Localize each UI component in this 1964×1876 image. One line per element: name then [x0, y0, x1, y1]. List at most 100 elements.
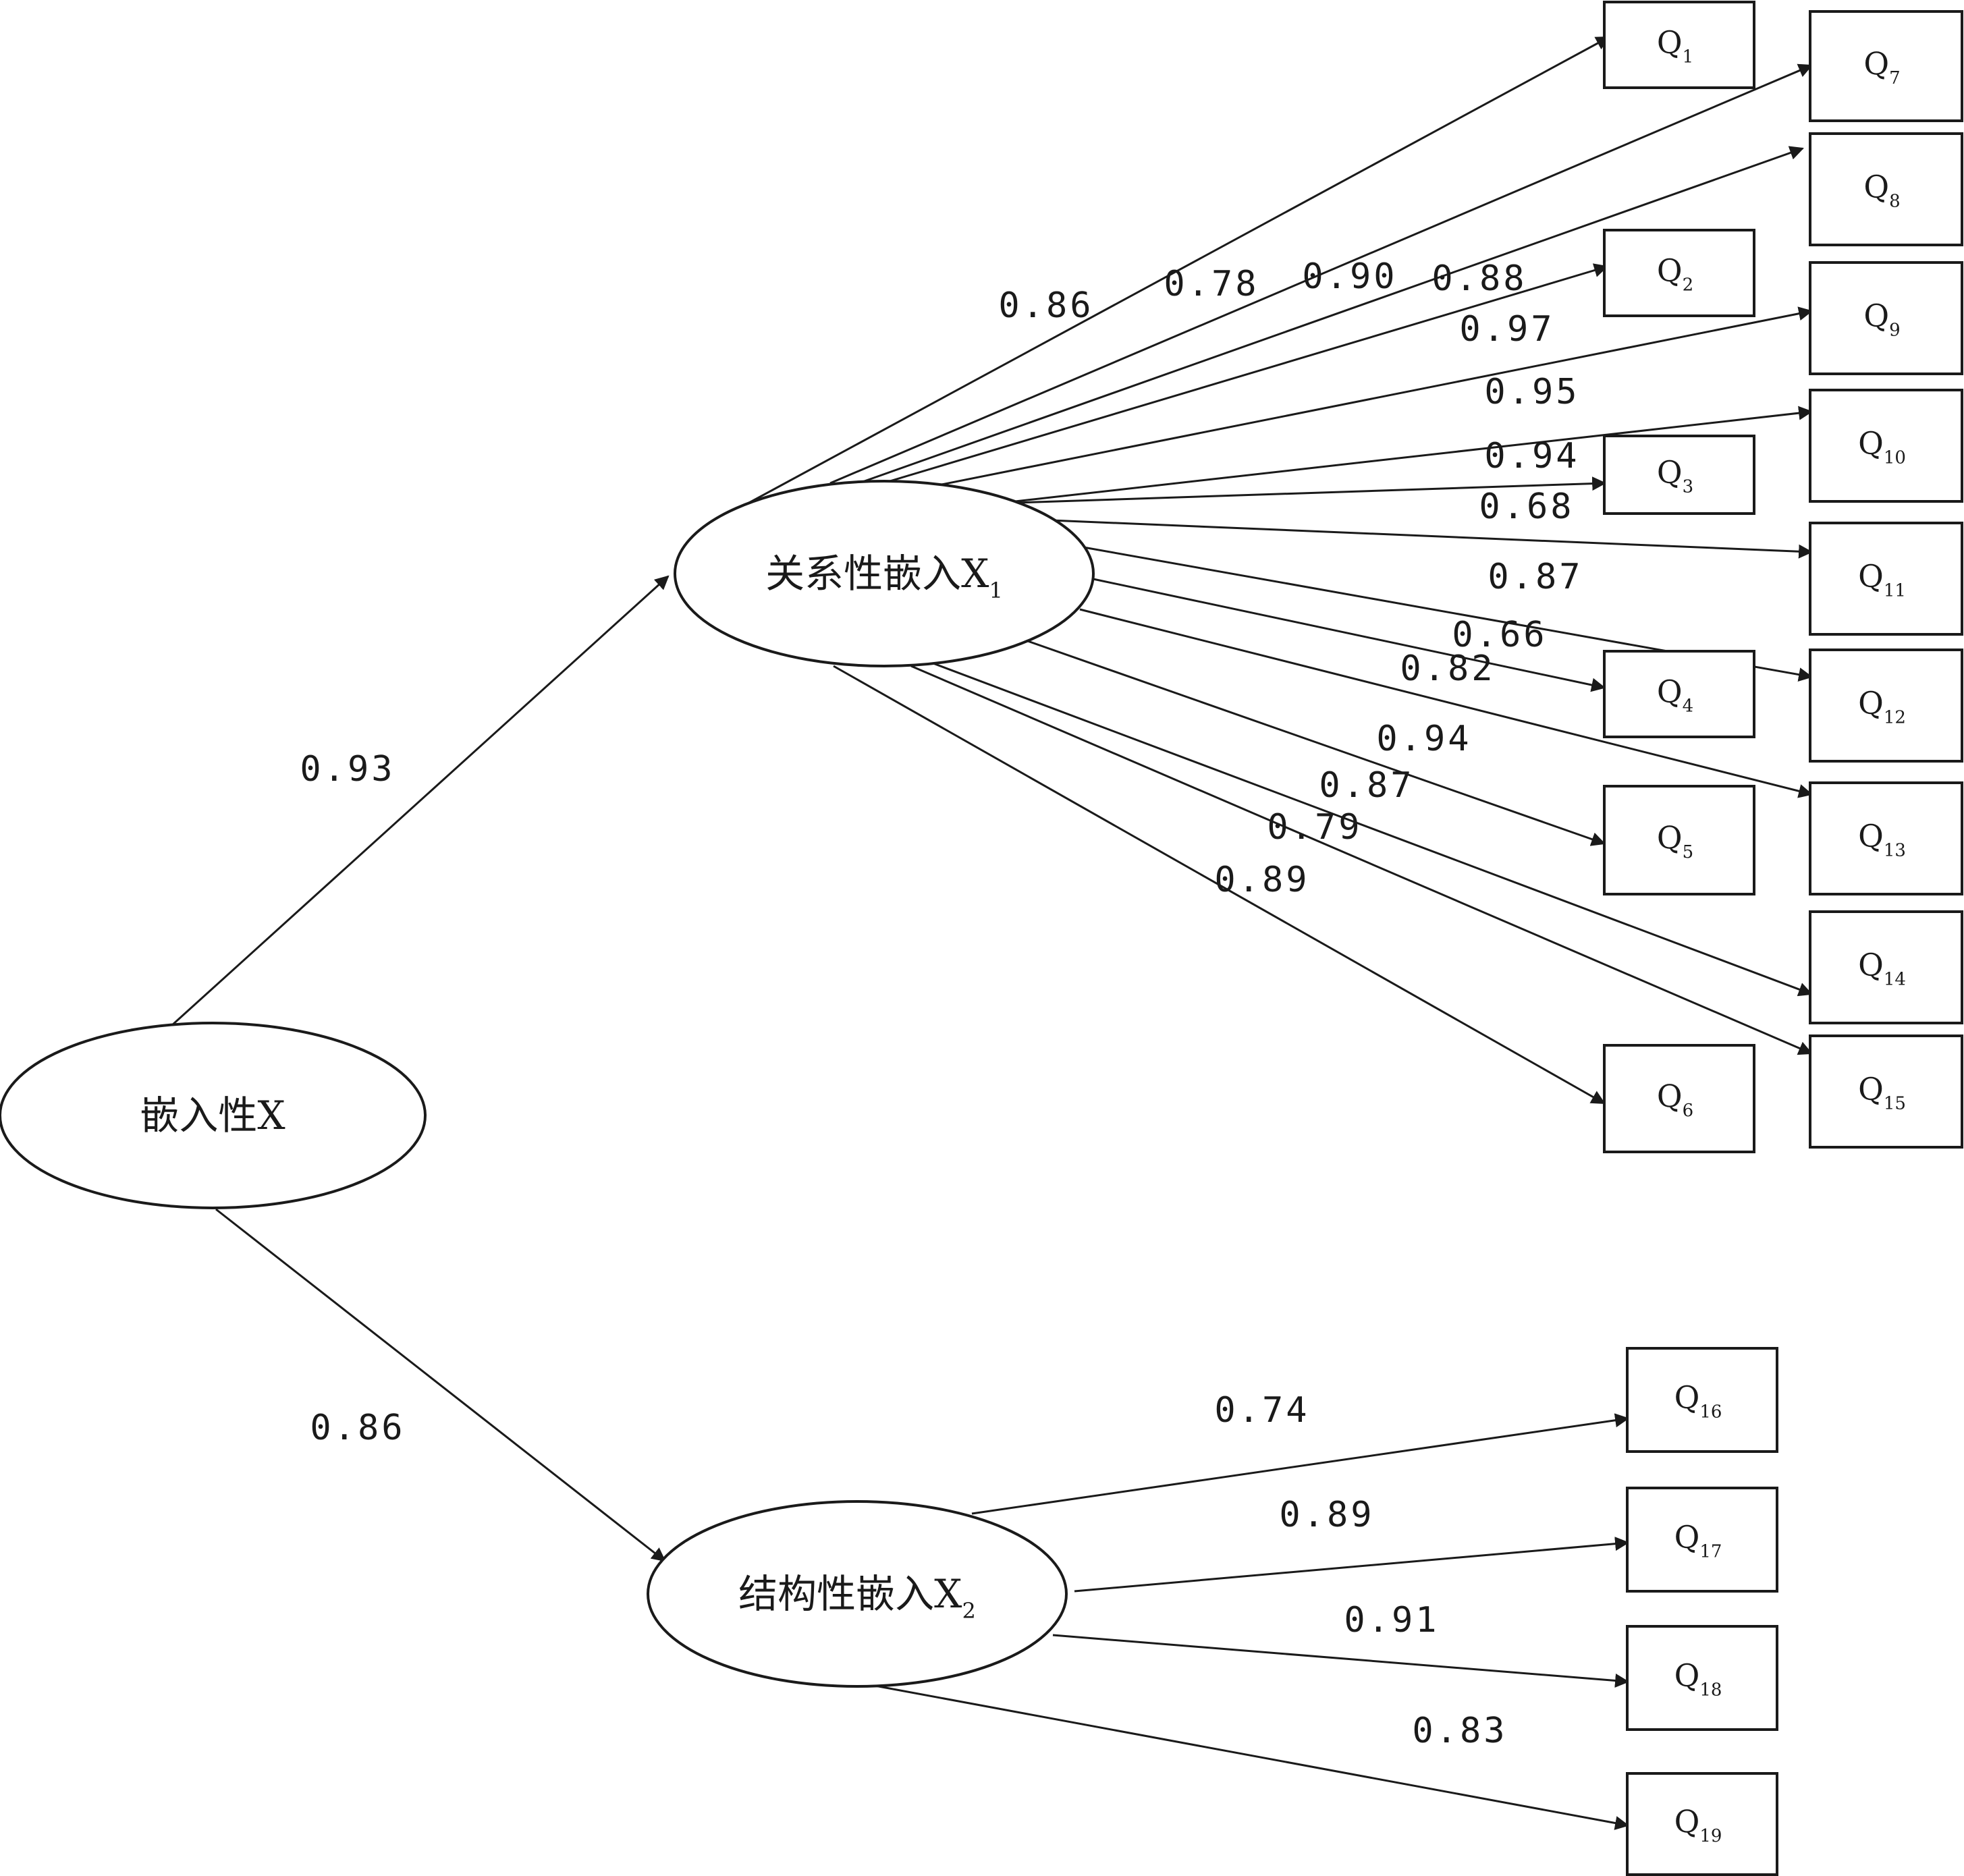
path-weight-x2-q18: 0.91: [1344, 1600, 1439, 1640]
indicator-label: Q11: [1858, 558, 1906, 601]
indicator-box: [1809, 522, 1963, 636]
indicator-label: Q5: [1657, 819, 1693, 862]
indicator-box: [1809, 389, 1963, 503]
indicator-node-q3: Q3: [1603, 435, 1755, 515]
indicator-box: [1603, 785, 1755, 895]
latent-label: 关系性嵌入X1: [765, 551, 1003, 603]
indicator-box: [1603, 1044, 1755, 1153]
indicator-label: Q13: [1858, 818, 1906, 861]
path-arrow-x2-q16: [971, 1413, 1630, 1515]
indicator-box: [1809, 1034, 1963, 1149]
indicator-node-q4: Q4: [1603, 650, 1755, 738]
weight-labels-layer: 0.93 0.86 0.86 0.78 0.90 0.88 0.97 0.95 0.94 0.68…: [300, 256, 1583, 1751]
path-arrow-x1-q3: [1015, 476, 1607, 504]
path-weight-x1-q3: 0.94: [1484, 436, 1579, 476]
indicator-node-q17: Q17: [1626, 1487, 1778, 1593]
indicator-node-q10: Q10: [1809, 389, 1963, 503]
indicator-label: Q16: [1674, 1379, 1722, 1423]
path-arrow-x1-q9: [934, 306, 1813, 487]
indicator-box: [1809, 132, 1963, 246]
path-weight-x1-q14: 0.87: [1319, 765, 1414, 806]
path-weight-x1-q11: 0.68: [1479, 487, 1574, 527]
edges-layer: [171, 36, 1813, 1830]
path-weight-x1-q13: 0.82: [1400, 649, 1495, 689]
latent-ellipse: [674, 480, 1095, 667]
latent-label: 结构性嵌入X2: [738, 1571, 976, 1624]
path-arrow-x1-q10: [985, 406, 1813, 506]
indicator-box: [1809, 10, 1963, 122]
path-arrow-x1-q7: [829, 63, 1813, 485]
path-arrow-x1-q6: [833, 665, 1606, 1105]
indicator-box: [1626, 1772, 1778, 1876]
indicator-node-q13: Q13: [1809, 781, 1963, 895]
indicator-node-q9: Q9: [1809, 261, 1963, 375]
indicator-label: Q9: [1863, 298, 1900, 341]
path-weight-x1-q4: 0.66: [1452, 615, 1547, 655]
path-weight-x2-q16: 0.74: [1214, 1390, 1309, 1431]
latent-ellipse: [647, 1500, 1068, 1688]
path-arrow-x1-q2: [880, 263, 1609, 485]
indicator-label: Q19: [1674, 1803, 1722, 1846]
path-weight-x2-q19: 0.83: [1412, 1711, 1507, 1751]
indicator-label: Q6: [1657, 1078, 1693, 1121]
latent-label: 嵌入性X: [140, 1093, 285, 1138]
indicator-node-q15: Q15: [1809, 1034, 1963, 1149]
path-weight-x1-q6: 0.89: [1214, 860, 1309, 900]
path-arrow-x2-q17: [1074, 1537, 1630, 1593]
indicator-label: Q1: [1657, 24, 1693, 67]
path-weight-x-x1: 0.93: [300, 749, 395, 790]
indicator-label: Q8: [1863, 169, 1900, 212]
indicator-box: [1603, 435, 1755, 515]
path-weight-x1-q15: 0.79: [1267, 807, 1362, 848]
indicator-box: [1809, 649, 1963, 763]
indicator-box: [1626, 1625, 1778, 1731]
indicator-label: Q12: [1858, 685, 1906, 728]
path-weight-x2-q17: 0.89: [1279, 1495, 1374, 1535]
path-arrow-x1-q4: [1089, 577, 1606, 692]
indicator-box: [1626, 1487, 1778, 1593]
path-weight-x1-q8: 0.90: [1302, 256, 1397, 297]
path-weight-x1-q1: 0.86: [998, 285, 1093, 326]
indicator-node-q14: Q14: [1809, 910, 1963, 1024]
indicator-box: [1603, 1, 1755, 89]
indicator-node-q6: Q6: [1603, 1044, 1755, 1153]
path-weight-x1-q2: 0.88: [1431, 258, 1527, 299]
indicator-node-q2: Q2: [1603, 229, 1755, 317]
indicator-node-q1: Q1: [1603, 1, 1755, 89]
indicator-label: Q15: [1858, 1071, 1906, 1114]
indicator-node-q16: Q16: [1626, 1347, 1778, 1453]
indicator-box: [1603, 229, 1755, 317]
path-weight-x-x2: 0.86: [310, 1408, 405, 1448]
path-weight-x1-q9: 0.97: [1459, 309, 1554, 350]
indicator-box: [1809, 910, 1963, 1024]
path-arrow-x1-q11: [1034, 518, 1813, 559]
indicator-box: [1809, 261, 1963, 375]
path-weight-x1-q12: 0.87: [1488, 557, 1583, 597]
path-arrow-x1-q1: [738, 36, 1610, 509]
indicator-node-q8: Q8: [1809, 132, 1963, 246]
latent-node-x: 嵌入性X: [0, 1022, 427, 1209]
indicator-label: Q3: [1657, 454, 1693, 497]
path-arrow-x-x2: [215, 1208, 666, 1562]
indicator-box: [1603, 650, 1755, 738]
indicator-label: Q14: [1858, 947, 1906, 990]
path-weight-x1-q10: 0.95: [1484, 372, 1579, 412]
indicator-box: [1626, 1347, 1778, 1453]
indicator-label: Q4: [1657, 673, 1693, 717]
indicator-node-q5: Q5: [1603, 785, 1755, 895]
indicator-node-q7: Q7: [1809, 10, 1963, 122]
path-arrow-x1-q8: [862, 146, 1804, 483]
path-arrow-x2-q19: [863, 1682, 1630, 1830]
path-arrow-x1-q15: [910, 665, 1813, 1055]
indicator-box: [1809, 781, 1963, 895]
indicator-label: Q2: [1657, 252, 1693, 296]
latent-ellipse: [0, 1022, 427, 1209]
path-weight-x1-q7: 0.78: [1164, 264, 1259, 304]
indicator-label: Q18: [1674, 1657, 1722, 1701]
indicator-label: Q10: [1858, 425, 1906, 468]
path-arrow-x2-q18: [1052, 1634, 1630, 1688]
indicator-label: Q7: [1863, 45, 1900, 88]
path-weight-x1-q5: 0.94: [1376, 719, 1471, 759]
